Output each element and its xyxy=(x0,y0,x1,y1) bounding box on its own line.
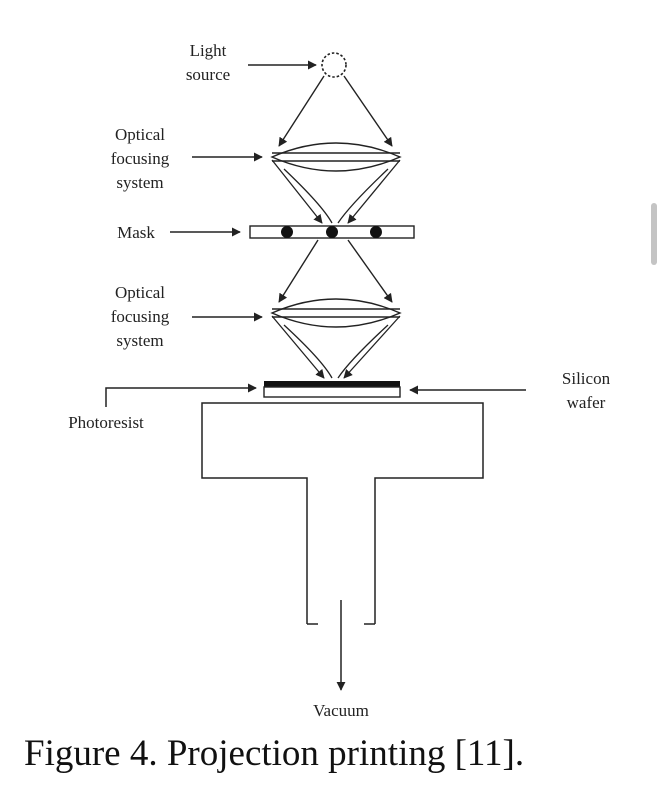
label-optical-top: system xyxy=(116,173,163,192)
photoresist-layer xyxy=(264,381,400,387)
bottom-lens xyxy=(270,298,402,328)
label-mask: Mask xyxy=(117,223,155,242)
mask-dot xyxy=(370,226,382,238)
focusing-rays-bottom xyxy=(271,315,401,379)
mask-dot xyxy=(326,226,338,238)
label-optical-top: focusing xyxy=(111,149,170,168)
photoresist-pointer xyxy=(105,383,257,407)
scrollbar-thumb[interactable] xyxy=(651,203,657,265)
label-vacuum: Vacuum xyxy=(313,701,369,720)
label-light-source: source xyxy=(186,65,230,84)
figure-caption: Figure 4. Projection printing [11]. xyxy=(24,733,525,774)
label-optical-bottom: focusing xyxy=(111,307,170,326)
mask-dot xyxy=(281,226,293,238)
top-lens xyxy=(270,142,402,172)
vacuum-chuck xyxy=(201,402,484,624)
focusing-rays-top xyxy=(271,159,401,224)
label-silicon-wafer: wafer xyxy=(567,393,606,412)
label-optical-bottom: system xyxy=(116,331,163,350)
ray xyxy=(278,239,319,303)
silicon-wafer xyxy=(263,386,401,398)
label-photoresist: Photoresist xyxy=(68,413,144,432)
ray xyxy=(278,75,325,147)
ray xyxy=(347,239,393,303)
label-optical-top: Optical xyxy=(115,125,165,144)
ray xyxy=(343,75,393,147)
label-light-source: Light xyxy=(190,41,227,60)
label-silicon-wafer: Silicon xyxy=(562,369,611,388)
label-optical-bottom: Optical xyxy=(115,283,165,302)
light-source-icon xyxy=(321,52,347,78)
